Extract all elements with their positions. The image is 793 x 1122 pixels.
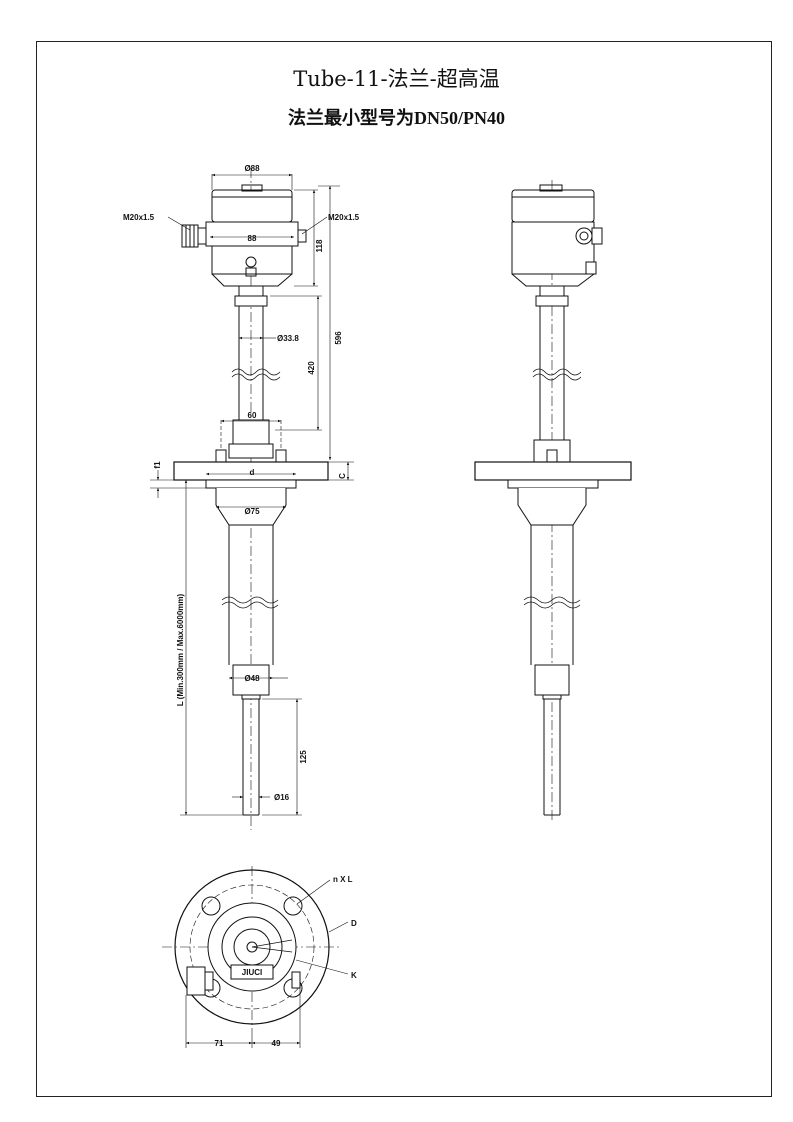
label-probe-diameter: Ø48 [244,674,260,683]
logo-plate: JIUCI [242,968,262,977]
label-bolt-circle-K: K [351,971,357,980]
drawing-subtitle: 法兰最小型号为DN50/PN40 [288,108,505,128]
label-flange-c: C [338,473,347,479]
label-length-L: L (Min.300mm / Max.6000mm) [176,593,185,706]
label-flange-D: D [351,919,357,928]
label-bolt-spacing: 60 [248,411,257,420]
label-head-width: 88 [248,234,257,243]
label-cable-left: M20x1.5 [123,213,155,222]
drawing-title: Tube-11-法兰-超高温 [293,67,500,91]
front-view-labels: Ø88 88 M20x1.5 M20x1.5 118 596 420 Ø33.8… [123,164,360,802]
label-head-height: 118 [315,239,324,252]
bottom-view-labels: n X L D K JIUCI 71 49 [215,875,357,1048]
label-head-diameter: Ø88 [244,164,260,173]
label-dim-left: 71 [215,1039,224,1048]
label-tip-length: 125 [299,750,308,764]
bottom-view [162,866,349,1048]
label-tube-diameter: Ø33.8 [277,334,299,343]
drawing-frame [36,41,772,1097]
side-view [474,180,632,820]
label-dim-right: 49 [272,1039,281,1048]
label-flange-d: d [250,468,255,477]
label-flange-f1: f1 [153,461,162,469]
label-tube-height: 420 [307,361,316,375]
label-cable-right: M20x1.5 [328,213,360,222]
label-tip-diameter: Ø16 [274,793,290,802]
label-total-height: 596 [334,331,343,345]
label-cone-diameter: Ø75 [244,507,260,516]
front-view [150,168,354,830]
label-holes: n X L [333,875,353,884]
